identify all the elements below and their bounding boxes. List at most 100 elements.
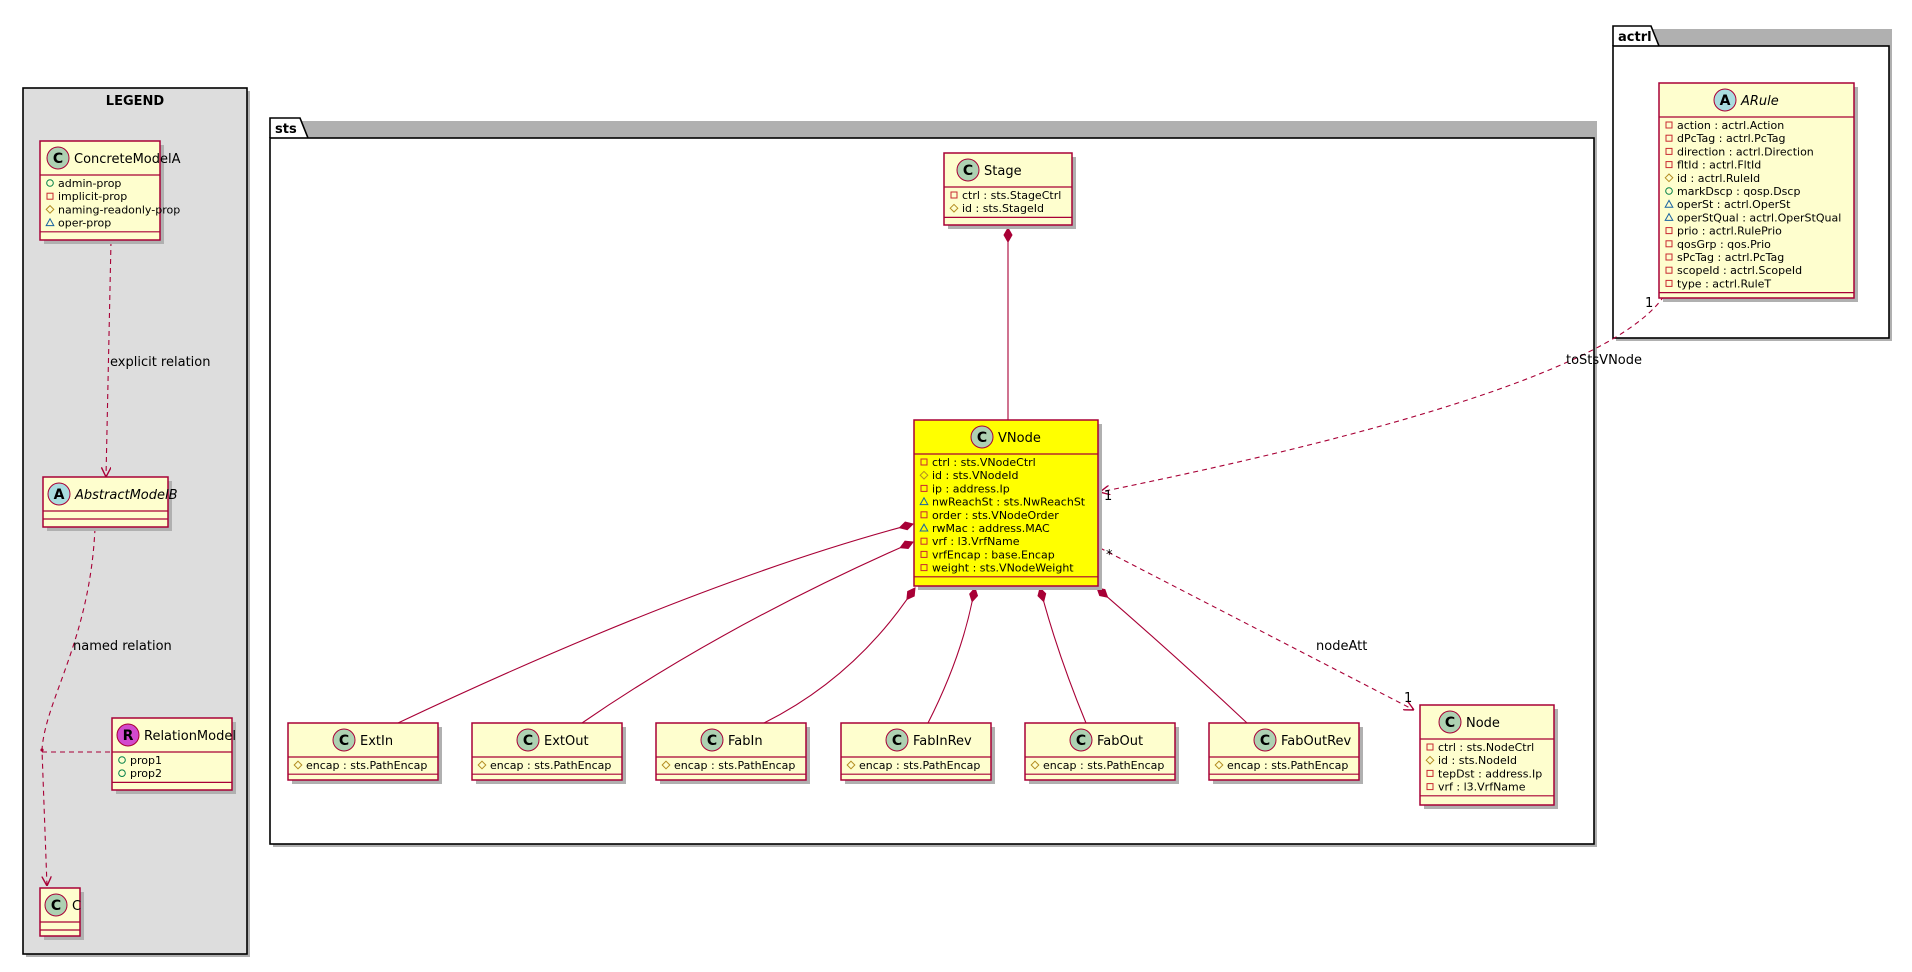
class-attribute: naming-readonly-prop: [45, 203, 180, 216]
class-name: ExtIn: [360, 734, 393, 749]
attribute-text: markDscp : qosp.Dscp: [1677, 185, 1800, 198]
stereotype-letter: C: [892, 733, 902, 749]
public-icon: [118, 769, 126, 778]
class-attribute: id : sts.VNodeId: [919, 469, 1018, 482]
private-icon: [1665, 121, 1673, 129]
package-private-icon: [45, 217, 55, 227]
class-name: FabInRev: [913, 734, 972, 749]
attribute-text: vrf : l3.VrfName: [932, 535, 1020, 548]
package-private-icon: [1664, 212, 1674, 221]
public-icon: [46, 179, 54, 187]
attribute-text: id : actrl.RuleId: [1677, 172, 1760, 185]
stereotype-circle-c: [1253, 728, 1277, 752]
attribute-text: ctrl : sts.VNodeCtrl: [932, 456, 1036, 469]
class-attribute: ctrl : sts.VNodeCtrl: [920, 456, 1036, 469]
attribute-text: implicit-prop: [58, 190, 127, 203]
class-name: FabIn: [728, 734, 763, 749]
class-attribute: encap : sts.PathEncap: [661, 759, 795, 772]
private-icon: [1426, 769, 1434, 777]
stereotype-letter: C: [339, 733, 349, 749]
stereotype-circle-a: [1713, 88, 1737, 112]
stereotype-letter: C: [523, 733, 533, 749]
stereotype-letter: C: [707, 733, 717, 749]
class-attribute: oper-prop: [45, 217, 111, 230]
class-attribute: admin-prop: [46, 177, 121, 190]
class-name: ExtOut: [544, 734, 589, 749]
class-name: Node: [1466, 716, 1500, 731]
stereotype-letter: R: [123, 728, 134, 744]
to-sts-vnode-to-multiplicity: 1: [1104, 489, 1112, 504]
private-icon: [1665, 279, 1673, 287]
class-name: Stage: [984, 164, 1022, 179]
package-name: actrl: [1618, 30, 1652, 45]
attribute-text: admin-prop: [58, 177, 121, 190]
class-attribute: qosGrp : qos.Prio: [1665, 238, 1771, 251]
protected-icon: [293, 760, 303, 770]
attribute-text: oper-prop: [58, 217, 111, 230]
stereotype-circle-c: [332, 728, 356, 752]
class-fabin[interactable]: C FabIn encap : sts.PathEncap: [655, 722, 810, 784]
edge-vnode-fabinrev: [927, 601, 973, 724]
class-attribute: vrfEncap : base.Encap: [920, 548, 1055, 561]
edge-vnode-fabout: [1043, 601, 1087, 724]
association-class-point: [40, 748, 44, 752]
attribute-text: order : sts.VNodeOrder: [932, 509, 1059, 522]
edge-node-att: [1099, 547, 1414, 710]
class-attribute: dPcTag : actrl.PcTag: [1665, 132, 1785, 145]
attribute-text: encap : sts.PathEncap: [306, 759, 427, 772]
class-attribute: prio : actrl.RulePrio: [1665, 225, 1782, 238]
class-extout[interactable]: C ExtOut encap : sts.PathEncap: [471, 722, 626, 784]
stereotype-letter: C: [1076, 733, 1086, 749]
class-attribute: action : actrl.Action: [1665, 119, 1784, 132]
class-box: [913, 419, 1099, 587]
stereotype-letter: C: [53, 151, 63, 167]
class-attribute: markDscp : qosp.Dscp: [1665, 185, 1800, 198]
named-relation-label: named relation: [73, 639, 172, 654]
class-attribute: id : sts.StageId: [949, 202, 1044, 215]
private-icon: [1665, 240, 1673, 248]
class-attribute: id : sts.NodeId: [1425, 754, 1517, 767]
stereotype-circle-c: [44, 893, 68, 917]
attribute-text: ip : address.Ip: [932, 482, 1010, 495]
attribute-text: encap : sts.PathEncap: [1227, 759, 1348, 772]
class-name: FabOut: [1097, 734, 1143, 749]
attribute-text: action : actrl.Action: [1677, 119, 1784, 132]
class-attribute: scopeId : actrl.ScopeId: [1665, 264, 1802, 277]
attribute-text: encap : sts.PathEncap: [674, 759, 795, 772]
class-attribute: encap : sts.PathEncap: [293, 759, 427, 772]
stereotype-letter: C: [977, 430, 987, 446]
class-name: ARule: [1740, 94, 1779, 109]
edge-vnode-extin: [397, 527, 900, 724]
class-name: FabOutRev: [1281, 734, 1352, 749]
private-icon: [1426, 743, 1434, 751]
to-sts-vnode-label: toStsVNode: [1566, 353, 1642, 368]
class-box: [840, 722, 992, 781]
edge-named-relation: [41, 527, 96, 886]
package-tab: [269, 117, 309, 139]
class-attribute: encap : sts.PathEncap: [477, 759, 611, 772]
attribute-text: ctrl : sts.NodeCtrl: [1438, 741, 1534, 754]
explicit-relation-label: explicit relation: [110, 355, 210, 370]
class-name: VNode: [998, 431, 1041, 446]
class-extin[interactable]: C ExtIn encap : sts.PathEncap: [287, 722, 442, 784]
package-private-icon: [1664, 199, 1674, 208]
attribute-text: id : sts.VNodeId: [932, 469, 1018, 482]
protected-icon: [1664, 173, 1674, 183]
attribute-text: id : sts.NodeId: [1438, 754, 1517, 767]
package-private-icon: [919, 496, 929, 506]
private-icon: [920, 484, 928, 492]
attribute-text: vrf : l3.VrfName: [1438, 781, 1526, 794]
attribute-text: id : sts.StageId: [962, 202, 1044, 215]
